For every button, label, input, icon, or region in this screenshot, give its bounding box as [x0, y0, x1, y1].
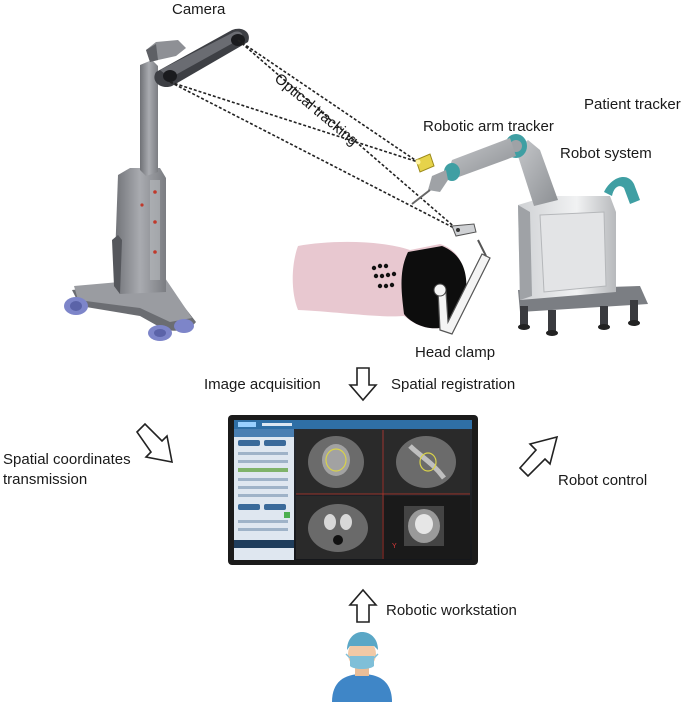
arrow-down-right-icon	[135, 422, 174, 464]
arrow-up-right-icon	[518, 435, 559, 478]
spatial-coordinates-line1: Spatial coordinates	[3, 451, 131, 468]
robotic-arm-tracker-label: Robotic arm tracker	[423, 118, 554, 135]
surgeon-avatar-icon	[332, 632, 392, 702]
patient-tracker-label: Patient tracker	[584, 96, 681, 113]
robot-system-label: Robot system	[560, 145, 652, 162]
arrow-down-icon	[348, 367, 378, 402]
robotic-workstation-label: Robotic workstation	[386, 602, 517, 619]
workstation-monitor-icon: Y	[228, 415, 478, 565]
spatial-coordinates-line2: transmission	[3, 471, 88, 488]
camera-cart-icon	[64, 28, 249, 341]
camera-label: Camera	[172, 1, 226, 18]
patient-head-icon	[292, 223, 491, 335]
robot-system-icon	[411, 134, 648, 336]
spatial-registration-label: Spatial registration	[391, 376, 516, 393]
spatial-coordinates-transmission-label: Spatial coordinates transmission	[3, 450, 131, 490]
head-clamp-label: Head clamp	[415, 344, 496, 361]
robot-control-label: Robot control	[558, 472, 648, 489]
arrow-up-icon	[348, 588, 378, 623]
optical-tracking-rays	[169, 39, 459, 231]
image-acquisition-label: Image acquisition	[204, 376, 321, 393]
svg-text:Y: Y	[392, 543, 397, 550]
